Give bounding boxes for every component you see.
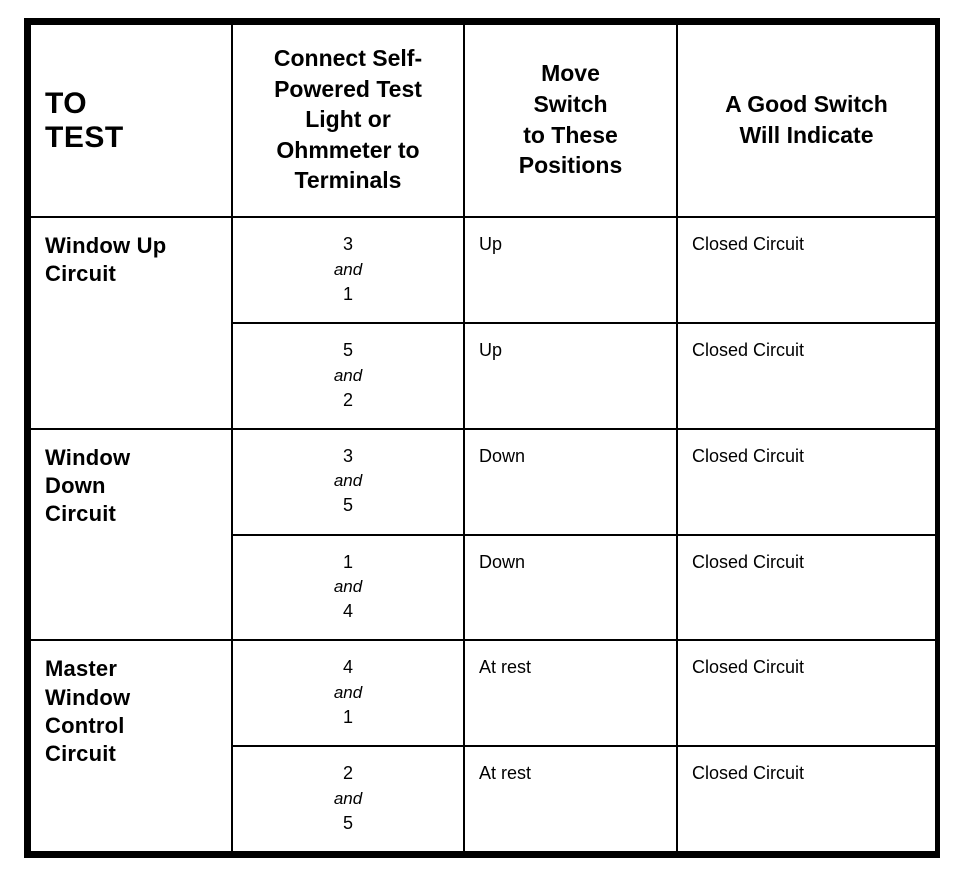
row-label-window-down: Window Down Circuit bbox=[29, 427, 233, 642]
indication-cell: Closed Circuit bbox=[676, 322, 937, 430]
terminals-cell: 3 and 1 bbox=[231, 216, 465, 325]
terminals-cell: 5 and 2 bbox=[231, 322, 465, 430]
terminal-b: 1 bbox=[342, 283, 353, 304]
terminals-cell: 2 and 5 bbox=[231, 745, 465, 853]
terminal-conjunction: and bbox=[333, 682, 363, 702]
header-indication-line1: A Good Switch bbox=[725, 91, 888, 118]
row-label-line2: Window bbox=[45, 684, 131, 710]
terminal-a: 2 bbox=[342, 763, 353, 784]
switch-position-cell: Up bbox=[463, 322, 678, 430]
header-terminals-line4: Ohmmeter to bbox=[276, 136, 420, 163]
indication-cell: Closed Circuit bbox=[676, 216, 937, 325]
header-terminals-line5: Terminals bbox=[294, 167, 402, 194]
header-switch-line1: Move bbox=[541, 60, 600, 87]
switch-test-table-container: TO TEST Connect Self- Powered Test Light… bbox=[24, 18, 940, 858]
table-row: Window Down Circuit 3 and 5 Down Closed … bbox=[29, 427, 937, 642]
switch-position-cell: Up bbox=[463, 216, 678, 325]
table-row: 1 and 4 Down Closed Circuit bbox=[30, 533, 937, 642]
terminal-a: 5 bbox=[342, 340, 353, 361]
terminals-cell: 3 and 5 bbox=[231, 427, 465, 536]
terminal-a: 1 bbox=[342, 551, 353, 572]
header-cell-switch-positions: Move Switch to These Positions bbox=[463, 22, 678, 219]
header-terminals-line2: Powered Test bbox=[274, 75, 422, 102]
header-to-test-line1: TO bbox=[45, 87, 88, 121]
indication-cell: Closed Circuit bbox=[676, 427, 937, 536]
header-indication-line2: Will Indicate bbox=[739, 121, 874, 148]
terminal-a: 4 bbox=[342, 657, 353, 678]
terminal-conjunction: and bbox=[333, 259, 363, 279]
indication-cell: Closed Circuit bbox=[676, 745, 937, 853]
row-label-line3: Control bbox=[45, 712, 125, 738]
header-cell-to-test: TO TEST bbox=[29, 22, 233, 219]
terminal-b: 5 bbox=[342, 495, 353, 516]
terminal-b: 5 bbox=[342, 812, 353, 833]
row-label-line2: Circuit bbox=[45, 261, 117, 287]
terminal-b: 4 bbox=[342, 601, 353, 622]
switch-position-cell: Down bbox=[463, 427, 678, 536]
terminal-conjunction: and bbox=[333, 788, 363, 808]
indication-cell: Closed Circuit bbox=[676, 533, 937, 642]
terminals-cell: 1 and 4 bbox=[231, 533, 465, 642]
terminals-cell: 4 and 1 bbox=[231, 639, 465, 748]
terminal-a: 3 bbox=[342, 234, 353, 255]
table-header-row: TO TEST Connect Self- Powered Test Light… bbox=[29, 22, 937, 219]
row-label-line1: Window bbox=[45, 444, 131, 470]
switch-position-cell: At rest bbox=[463, 745, 678, 853]
indication-cell: Closed Circuit bbox=[676, 639, 937, 748]
header-switch-line4: Positions bbox=[518, 152, 623, 179]
row-label-line4: Circuit bbox=[45, 740, 117, 766]
table-row: 2 and 5 At rest Closed Circuit bbox=[30, 745, 937, 853]
terminal-conjunction: and bbox=[333, 471, 363, 491]
header-terminals-line1: Connect Self- bbox=[273, 45, 423, 72]
row-label-line3: Circuit bbox=[45, 501, 117, 527]
header-switch-line2: Switch bbox=[533, 91, 608, 118]
row-label-master-window-control: Master Window Control Circuit bbox=[29, 639, 233, 853]
table-row: 5 and 2 Up Closed Circuit bbox=[30, 322, 937, 430]
row-label-line1: Window Up bbox=[45, 233, 167, 259]
row-label-window-up: Window Up Circuit bbox=[29, 216, 233, 430]
switch-position-cell: At rest bbox=[463, 639, 678, 748]
terminal-a: 3 bbox=[342, 445, 353, 466]
header-terminals-line3: Light or bbox=[305, 106, 391, 133]
table-row: Window Up Circuit 3 and 1 Up Closed Circ… bbox=[29, 216, 937, 430]
header-to-test-line2: TEST bbox=[45, 120, 124, 154]
header-switch-line3: to These bbox=[523, 121, 618, 148]
header-cell-terminals: Connect Self- Powered Test Light or Ohmm… bbox=[231, 22, 465, 219]
terminal-b: 1 bbox=[342, 707, 353, 728]
table-row: Master Window Control Circuit 4 and 1 At… bbox=[29, 639, 937, 853]
row-label-line1: Master bbox=[45, 656, 118, 682]
header-cell-indication: A Good Switch Will Indicate bbox=[676, 22, 937, 219]
terminal-conjunction: and bbox=[333, 577, 363, 597]
switch-position-cell: Down bbox=[463, 533, 678, 642]
terminal-b: 2 bbox=[342, 389, 353, 410]
row-label-line2: Down bbox=[45, 472, 106, 498]
terminal-conjunction: and bbox=[333, 365, 363, 385]
switch-test-table: TO TEST Connect Self- Powered Test Light… bbox=[29, 22, 937, 853]
